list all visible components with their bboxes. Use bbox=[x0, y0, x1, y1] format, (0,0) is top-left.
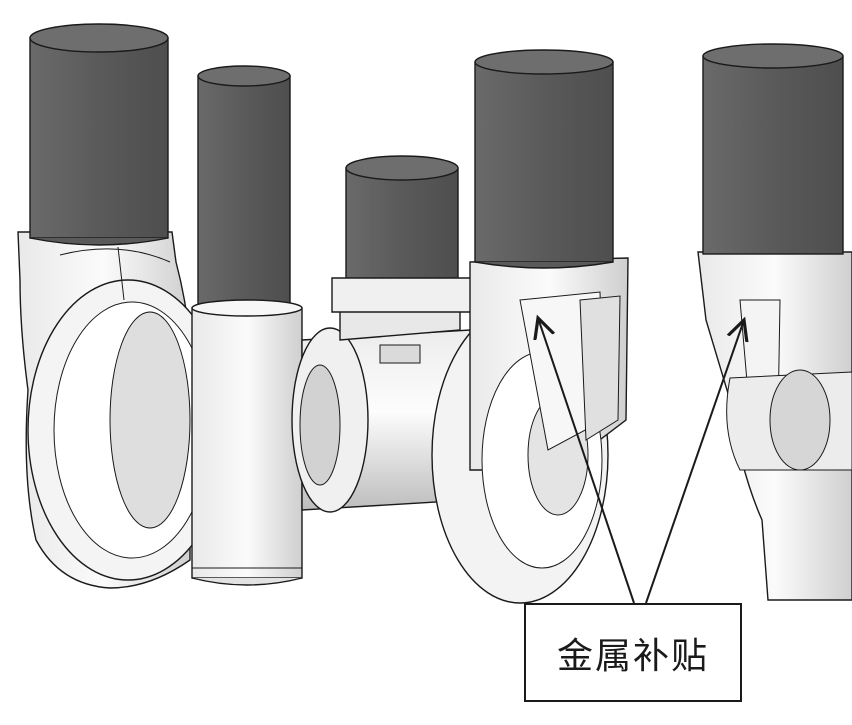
riser-right-center bbox=[474, 49, 614, 269]
left-casting-body bbox=[17, 231, 229, 589]
callout-arrow-left bbox=[538, 318, 635, 604]
center-shaft bbox=[291, 289, 471, 513]
far-right-casting-body bbox=[697, 251, 852, 601]
collar-sleeve bbox=[191, 299, 303, 586]
callout-arrow-right bbox=[645, 320, 744, 604]
callout-arrows bbox=[538, 318, 744, 604]
callout-label: 金属补贴 bbox=[556, 635, 709, 677]
riser-short bbox=[331, 155, 473, 313]
callout-box: 金属补贴 bbox=[524, 603, 742, 702]
right-center-casting-body bbox=[431, 257, 629, 604]
riser-left bbox=[29, 23, 169, 246]
riser-far-right bbox=[702, 43, 844, 255]
riser-tall bbox=[197, 65, 291, 319]
